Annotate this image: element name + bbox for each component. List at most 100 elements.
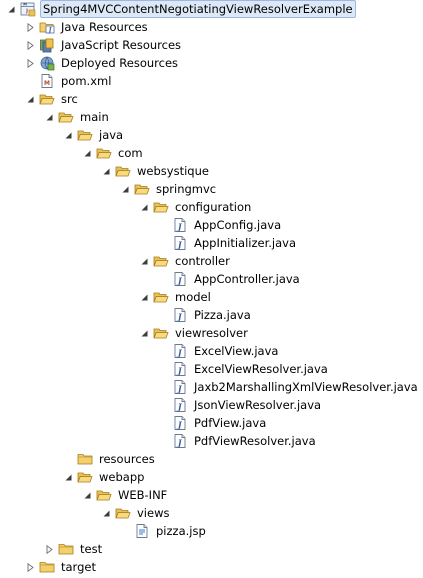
tree-item[interactable]: J PdfView.java [156, 414, 268, 432]
svg-text:J: J [176, 276, 183, 286]
tree-item[interactable]: viewresolver [137, 324, 250, 342]
tree-item[interactable]: Deployed Resources [23, 54, 180, 72]
tree-item-label: ExcelView.java [194, 344, 279, 358]
tree-item[interactable]: src [23, 90, 80, 108]
expand-arrow-icon[interactable] [23, 54, 37, 72]
tree-item[interactable]: J AppInitializer.java [156, 234, 298, 252]
collapse-arrow-icon[interactable] [137, 288, 151, 306]
folder-open-icon [115, 163, 131, 179]
tree-item[interactable]: J Java Resources [23, 18, 150, 36]
expand-arrow-icon[interactable] [23, 558, 37, 576]
svg-text:M: M [44, 80, 50, 87]
tree-item[interactable]: main [42, 108, 111, 126]
tree-item[interactable]: views [99, 504, 171, 522]
collapse-arrow-icon[interactable] [137, 198, 151, 216]
java-file-icon: J [172, 433, 188, 449]
folder-open-icon [134, 181, 150, 197]
folder-open-icon [96, 145, 112, 161]
tree-item-label: ExcelViewResolver.java [194, 362, 328, 376]
collapse-arrow-icon[interactable] [137, 324, 151, 342]
tree-item-label: Deployed Resources [61, 56, 179, 70]
tree-item[interactable]: pizza.jsp [118, 522, 208, 540]
tree-spacer [156, 360, 170, 378]
tree-spacer [156, 342, 170, 360]
tree-item[interactable]: com [80, 144, 145, 162]
tree-spacer [156, 378, 170, 396]
svg-text:J: J [176, 420, 183, 430]
tree-item[interactable]: model [137, 288, 213, 306]
collapse-arrow-icon[interactable] [118, 180, 132, 198]
expand-arrow-icon[interactable] [42, 540, 56, 558]
java-file-icon: J [172, 271, 188, 287]
xml-file-icon: M [39, 73, 55, 89]
folder-closed-icon [39, 559, 55, 575]
tree-item[interactable]: websystique [99, 162, 211, 180]
tree-item[interactable]: webapp [61, 468, 146, 486]
tree-item-label: com [118, 146, 143, 160]
tree-spacer [156, 216, 170, 234]
tree-item-label: controller [175, 254, 230, 268]
tree-item-label: WEB-INF [118, 488, 168, 502]
tree-item[interactable]: springmvc [118, 180, 218, 198]
tree-item[interactable]: WEB-INF [80, 486, 169, 504]
collapse-arrow-icon[interactable] [61, 126, 75, 144]
tree-item[interactable]: resources [61, 450, 157, 468]
tree-item-label: pizza.jsp [156, 524, 206, 538]
expand-arrow-icon[interactable] [23, 36, 37, 54]
tree-spacer [61, 450, 75, 468]
tree-item[interactable]: configuration [137, 198, 253, 216]
tree-item-label: src [61, 92, 78, 106]
tree-item-label: Java Resources [61, 20, 148, 34]
tree-item-label: AppInitializer.java [194, 236, 297, 250]
folder-closed-icon [58, 541, 74, 557]
collapse-arrow-icon[interactable] [4, 0, 18, 18]
collapse-arrow-icon[interactable] [80, 486, 94, 504]
tree-item[interactable]: java [61, 126, 125, 144]
java-resources-icon: J [39, 19, 55, 35]
java-file-icon: J [172, 397, 188, 413]
collapse-arrow-icon[interactable] [23, 90, 37, 108]
tree-item-label: main [80, 110, 109, 124]
expand-arrow-icon[interactable] [23, 18, 37, 36]
tree-item[interactable]: target [23, 558, 98, 576]
javascript-resources-icon [39, 37, 55, 53]
tree-item[interactable]: test [42, 540, 104, 558]
folder-open-icon [39, 91, 55, 107]
tree-item-label: resources [99, 452, 155, 466]
tree-item-label: PdfView.java [194, 416, 267, 430]
collapse-arrow-icon[interactable] [42, 108, 56, 126]
collapse-arrow-icon[interactable] [99, 504, 113, 522]
collapse-arrow-icon[interactable] [99, 162, 113, 180]
collapse-arrow-icon[interactable] [80, 144, 94, 162]
tree-item[interactable]: J ExcelView.java [156, 342, 280, 360]
folder-open-icon [153, 253, 169, 269]
java-file-icon: J [172, 343, 188, 359]
svg-text:J: J [176, 312, 183, 322]
jsp-file-icon [134, 523, 150, 539]
tree-item[interactable]: controller [137, 252, 232, 270]
collapse-arrow-icon[interactable] [137, 252, 151, 270]
deployed-resources-icon [39, 55, 55, 71]
collapse-arrow-icon[interactable] [61, 468, 75, 486]
java-file-icon: J [172, 307, 188, 323]
java-file-icon: J [172, 415, 188, 431]
svg-text:J: J [176, 240, 183, 250]
tree-item-label: Spring4MVCContentNegotiatingViewResolver… [40, 0, 356, 18]
tree-item[interactable]: JavaScript Resources [23, 36, 183, 54]
svg-text:J: J [25, 9, 28, 15]
tree-item-label: target [61, 560, 96, 574]
svg-text:J: J [176, 384, 183, 394]
folder-open-icon [153, 325, 169, 341]
tree-item-label: springmvc [156, 182, 217, 196]
